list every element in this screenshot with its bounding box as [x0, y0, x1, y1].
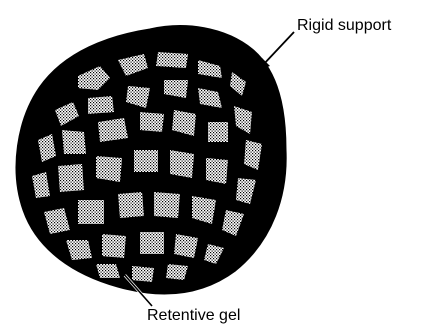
gel-pore	[156, 52, 188, 68]
gel-pore	[154, 192, 180, 218]
retentive-gel-label: Retentive gel	[147, 308, 240, 324]
gel-pore	[102, 234, 126, 258]
gel-pore	[88, 96, 114, 114]
gel-pore	[96, 156, 122, 182]
gel-pore	[134, 150, 158, 172]
gel-pore	[206, 158, 228, 184]
gel-pore	[62, 130, 86, 154]
gel-pore	[140, 232, 164, 254]
rigid-support-leader	[258, 32, 294, 70]
gel-pore	[58, 164, 84, 192]
gel-pore	[170, 150, 194, 178]
gel-pore	[132, 266, 154, 282]
rigid-support-label: Rigid support	[297, 18, 391, 34]
gel-pore	[98, 118, 128, 142]
gel-pore	[78, 200, 104, 224]
gel-pore	[118, 192, 144, 218]
gel-pore	[174, 234, 198, 258]
gel-pore	[208, 122, 228, 142]
gel-pore	[96, 264, 120, 278]
gel-pore	[140, 112, 164, 132]
